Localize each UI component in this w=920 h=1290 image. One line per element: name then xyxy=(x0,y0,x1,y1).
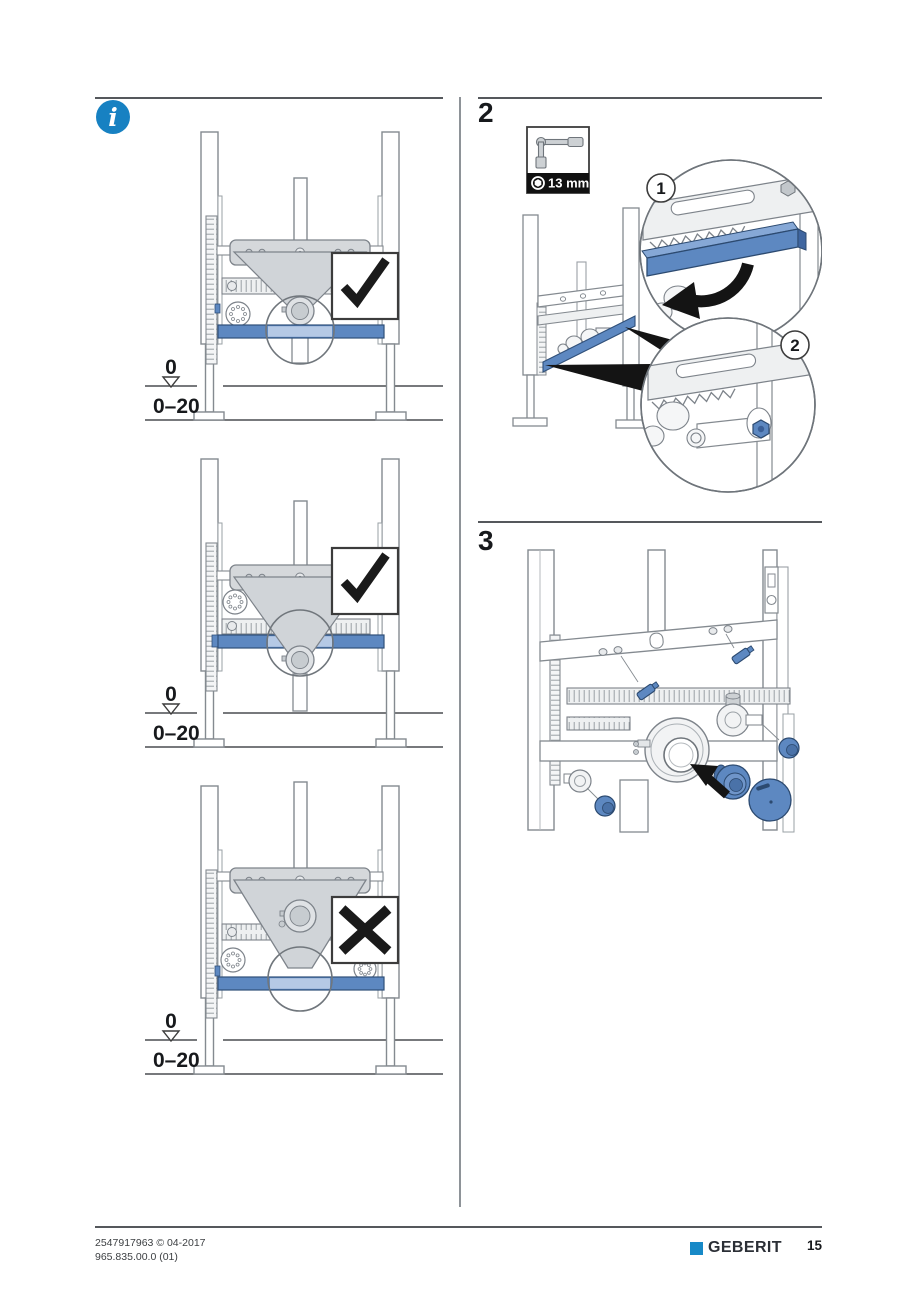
step3-rule xyxy=(478,521,822,523)
callout-2: 2 xyxy=(780,330,810,360)
adjustment-rail xyxy=(566,687,791,705)
frame-front xyxy=(527,549,795,833)
page-number: 15 xyxy=(806,1238,822,1253)
brand-mark-icon xyxy=(690,1241,703,1255)
blue-bolt xyxy=(752,419,770,439)
tool-size-label: 13 mm xyxy=(548,176,589,191)
pipe-clamp xyxy=(281,296,315,326)
diagram-alignment-correct-2: 0 0–20 xyxy=(95,445,445,753)
socket-wrench-icon xyxy=(535,136,584,169)
blue-plug xyxy=(778,737,800,759)
diagram-alignment-incorrect: 0 0–20 xyxy=(95,772,445,1080)
pipe-clamp xyxy=(278,899,317,933)
step-3-number: 3 xyxy=(478,525,494,556)
range-label: 0–20 xyxy=(153,722,200,745)
valve-assembly xyxy=(641,401,706,448)
valve-assembly xyxy=(563,769,592,793)
direction-arrow-icon xyxy=(690,764,730,799)
left-column-rule xyxy=(95,97,443,99)
rack-teeth xyxy=(651,388,736,411)
perforated-disc xyxy=(220,947,246,973)
footer-rule xyxy=(95,1226,822,1228)
detail-circle xyxy=(266,609,334,677)
doc-number: 2547917963 © 04-2017 xyxy=(95,1237,206,1249)
blue-crossbar xyxy=(542,315,636,373)
blue-crossbar-detail xyxy=(641,221,807,277)
doc-code: 965.835.00.0 (01) xyxy=(95,1251,178,1263)
result-box-incorrect xyxy=(330,895,400,965)
pointer-wedge xyxy=(545,364,651,391)
right-column-rule xyxy=(478,97,822,99)
blue-pin xyxy=(636,681,660,701)
detail-circle xyxy=(265,295,335,365)
frame-perspective xyxy=(512,207,651,429)
zero-label: 0 xyxy=(165,683,177,706)
step-2-illustration: 1 xyxy=(478,126,823,522)
info-icon: i xyxy=(96,100,130,134)
height-ruler xyxy=(205,869,218,1019)
range-label: 0–20 xyxy=(153,1049,200,1072)
detail-2-content xyxy=(641,321,815,489)
perforated-disc xyxy=(222,589,248,615)
hex-socket-icon xyxy=(531,176,545,190)
checkmark-icon xyxy=(340,257,390,309)
result-box-correct xyxy=(330,251,400,321)
zero-label: 0 xyxy=(165,1010,177,1033)
tool-badge: 13 mm xyxy=(526,126,590,194)
brand-logo: GEBERIT xyxy=(690,1239,782,1257)
height-ruler xyxy=(205,542,218,692)
blue-cap-dome xyxy=(748,778,792,822)
height-ruler xyxy=(205,215,218,365)
frame-illustration xyxy=(145,131,443,421)
rotation-arrow-icon xyxy=(688,262,754,308)
brand-name: GEBERIT xyxy=(708,1239,782,1256)
blue-pin xyxy=(731,645,755,665)
footer-doc-info: 2547917963 © 04-2017 965.835.00.0 (01) xyxy=(95,1236,206,1264)
zero-label: 0 xyxy=(165,356,177,379)
flush-pipe xyxy=(293,177,308,243)
diagram-alignment-correct-1: 0 0–20 xyxy=(95,118,445,426)
result-box-correct xyxy=(330,546,400,616)
perforated-disc xyxy=(225,301,251,327)
flush-pipe xyxy=(293,500,308,568)
height-ruler xyxy=(549,634,561,786)
step-3-illustration xyxy=(478,544,822,844)
flush-pipe xyxy=(293,781,308,871)
valve-assembly xyxy=(716,692,763,737)
info-icon-glyph: i xyxy=(108,102,118,132)
flush-pipe xyxy=(647,549,666,636)
cross-icon xyxy=(338,905,392,955)
datum-triangle-icon xyxy=(161,1030,181,1043)
callout-1-label: 1 xyxy=(656,179,665,198)
column-divider xyxy=(459,97,461,1207)
step-2-number: 2 xyxy=(478,97,494,128)
drain-pipe xyxy=(619,779,649,833)
range-label: 0–20 xyxy=(153,395,200,418)
callout-1: 1 xyxy=(646,173,676,203)
callout-2-label: 2 xyxy=(790,336,799,355)
pipe-clamp xyxy=(281,645,315,675)
blue-plug xyxy=(594,795,616,817)
checkmark-icon xyxy=(340,552,390,604)
detail-circle xyxy=(267,946,333,1012)
datum-triangle-icon xyxy=(161,703,181,716)
datum-triangle-icon xyxy=(161,376,181,389)
